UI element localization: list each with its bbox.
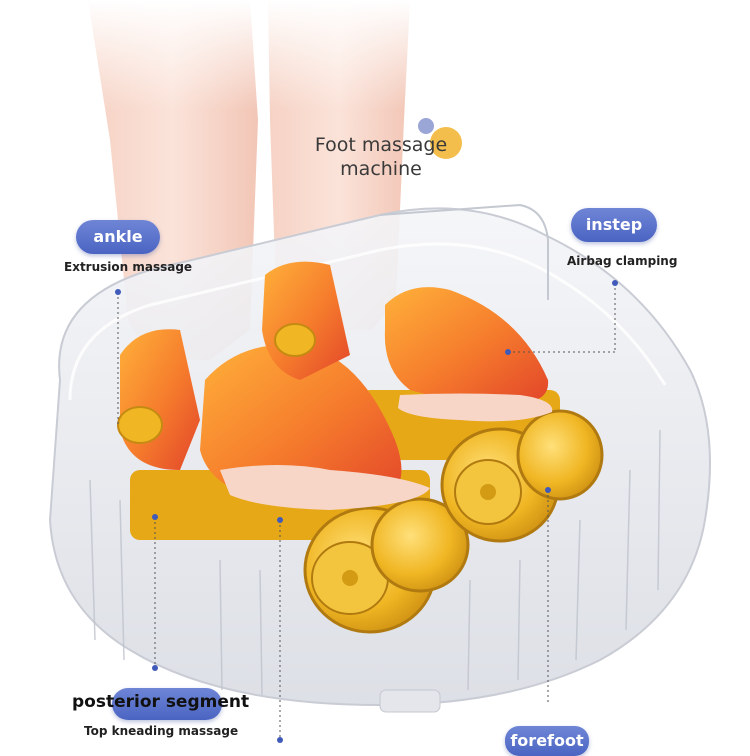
posterior-tag: posterior segment <box>72 692 250 712</box>
posterior-description: Top kneading massage <box>84 724 239 738</box>
callout-dots <box>115 280 618 743</box>
posterior-pill-bg <box>112 688 222 720</box>
ankle-description: Extrusion massage <box>64 260 193 274</box>
product-title-line1: Foot massage <box>314 134 448 156</box>
forefoot-tag: forefoot <box>505 726 589 756</box>
ankle-tag: ankle <box>76 220 160 254</box>
product-title-line2: machine <box>340 158 422 180</box>
product-title: Foot massage machine <box>296 133 466 181</box>
accent-dot-yellow <box>430 127 462 159</box>
instep-tag: instep <box>571 208 657 242</box>
airbags <box>117 261 549 502</box>
accent-dot-blue <box>418 118 434 134</box>
instep-description: Airbag clamping <box>567 254 678 268</box>
feet <box>220 393 553 510</box>
callout-lines <box>117 283 616 740</box>
